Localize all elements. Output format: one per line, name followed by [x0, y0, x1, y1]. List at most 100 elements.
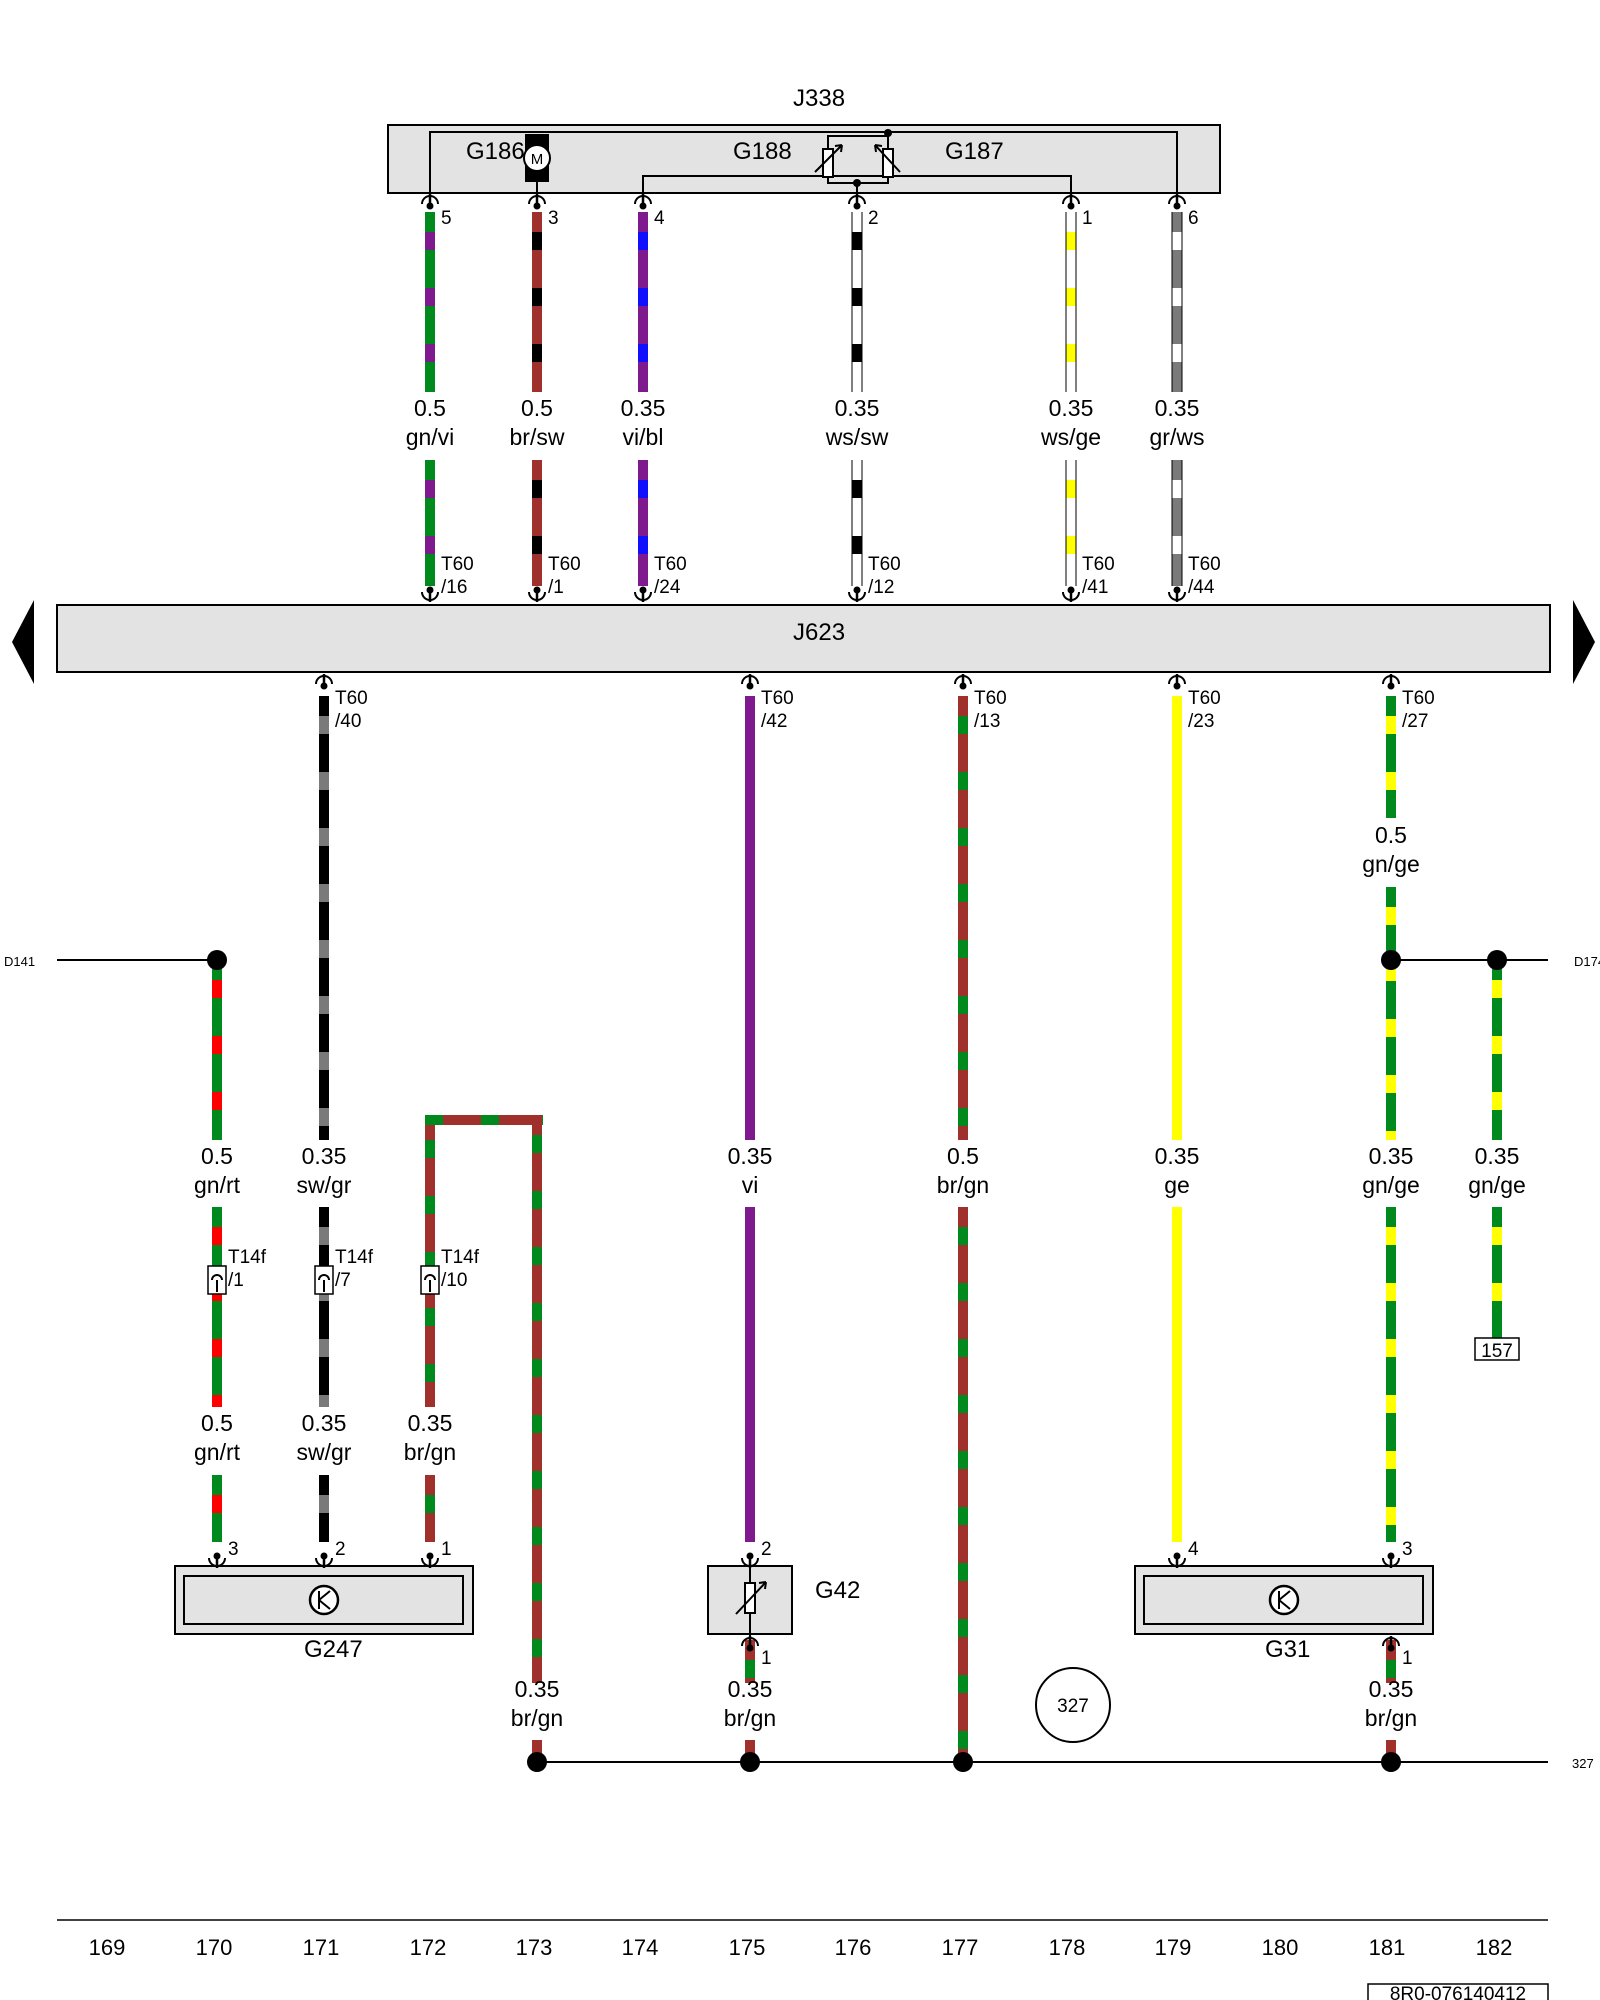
mid-label-6-color: gn/ge — [1468, 1172, 1526, 1198]
ref-157-text: 157 — [1481, 1341, 1513, 1362]
mid-label-6-size: 0.35 — [1475, 1143, 1520, 1169]
arrow-right-icon — [1573, 600, 1595, 684]
mid-label-1-color: sw/gr — [297, 1172, 352, 1198]
lower-conn-pin-2: /13 — [974, 711, 1000, 732]
page-number-10: 179 — [1155, 1935, 1192, 1960]
ref-327-line: 327 — [1572, 1756, 1594, 1771]
wire-top-2-label-color: vi/bl — [623, 424, 664, 450]
pot-top-line — [827, 135, 889, 149]
wire-top-2-conn: T60 — [654, 554, 687, 575]
wire-top-5-label-color: gr/ws — [1150, 424, 1205, 450]
pot-junction — [884, 129, 892, 137]
g31-sensor-symbol — [1278, 1590, 1291, 1610]
doc-code-box — [1367, 1983, 1549, 2000]
mid-label-3-size: 0.5 — [947, 1143, 979, 1169]
t14f-pin-0: /1 — [228, 1270, 244, 1291]
ground-node-0 — [527, 1752, 547, 1772]
g31-label: G31 — [1265, 1636, 1310, 1663]
g247-sensor-icon — [308, 1584, 340, 1616]
ground-node-3 — [1381, 1752, 1401, 1772]
g42-label: G42 — [815, 1577, 860, 1604]
wires-layer — [212, 212, 1502, 1762]
lower-conn-pin-4: /27 — [1402, 711, 1428, 732]
wire-top-5-label-size: 0.35 — [1155, 395, 1200, 421]
g247-pin-label-g247_2: 2 — [335, 1539, 346, 1560]
arrow-left-icon — [12, 600, 34, 684]
low-label-1-color: sw/gr — [297, 1439, 352, 1465]
mid-label-0-color: gn/rt — [194, 1172, 241, 1198]
wire-top-0-conn: T60 — [441, 554, 474, 575]
mid-label-2-color: vi — [742, 1172, 759, 1198]
page-number-1: 170 — [196, 1935, 233, 1960]
j623-label: J623 — [793, 619, 845, 646]
lower-conn-pin-1: /42 — [761, 711, 787, 732]
g31-inner — [1143, 1575, 1424, 1625]
ground-node-2 — [953, 1752, 973, 1772]
mid-label-2-size: 0.35 — [728, 1143, 773, 1169]
low-label-0-color: gn/rt — [194, 1439, 241, 1465]
lower-conn-2: T60 — [974, 688, 1007, 709]
t14f-conn-2: T14f — [441, 1247, 480, 1268]
g247-pin-label-g247_3: 3 — [228, 1539, 239, 1560]
pot-junction-2 — [853, 179, 861, 187]
low-label-1-size: 0.35 — [302, 1410, 347, 1436]
g187-label: G187 — [945, 138, 1004, 165]
g247-inner — [183, 1575, 464, 1625]
t14f-pin-1: /7 — [335, 1270, 351, 1291]
ground-label-2-size: 0.35 — [1369, 1676, 1414, 1702]
wire-top-4-conn: T60 — [1082, 554, 1115, 575]
wire-top-4-pin: 1 — [1082, 208, 1093, 229]
mid-label-5-size: 0.35 — [1369, 1143, 1414, 1169]
t14f-arc-2 — [424, 1274, 436, 1281]
g31-sensor-icon — [1268, 1584, 1300, 1616]
g187-arrow-icon — [874, 144, 901, 173]
wire-top-1-pin: 3 — [548, 208, 559, 229]
ground-label-0-color: br/gn — [511, 1705, 563, 1731]
wire-gnge-top-label-color: gn/ge — [1362, 851, 1420, 877]
page-number-8: 177 — [942, 1935, 979, 1960]
g188-arrow-icon — [814, 144, 843, 173]
page-number-0: 169 — [89, 1935, 126, 1960]
t14f-conn-0: T14f — [228, 1247, 267, 1268]
wire-top-5-pin: 6 — [1188, 208, 1199, 229]
page-number-9: 178 — [1049, 1935, 1086, 1960]
lower-conn-3: T60 — [1188, 688, 1221, 709]
g247-sensor-symbol — [318, 1590, 331, 1610]
mid-label-0-size: 0.5 — [201, 1143, 233, 1169]
doc-code: 8R0-076140412 — [1390, 1984, 1526, 2000]
g31-pin-label-1: 1 — [1402, 1648, 1413, 1669]
lower-conn-pin-3: /23 — [1188, 711, 1214, 732]
g247-label: G247 — [304, 1636, 363, 1663]
page-number-2: 171 — [303, 1935, 340, 1960]
j338-line-5-6 — [429, 131, 1178, 205]
ground-label-1-color: br/gn — [724, 1705, 776, 1731]
node-d141 — [207, 950, 227, 970]
low-label-2-size: 0.35 — [408, 1410, 453, 1436]
wire-top-4-label-color: ws/ge — [1040, 424, 1101, 450]
wire-top-1-conn: T60 — [548, 554, 581, 575]
j338-label: J338 — [793, 85, 845, 112]
g42-arrow-icon — [735, 1581, 767, 1615]
ref-d174: D174 — [1574, 954, 1600, 969]
lower-conn-4: T60 — [1402, 688, 1435, 709]
lower-conn-pin-0: /40 — [335, 711, 361, 732]
t14f-arc-0 — [211, 1274, 223, 1281]
wire-top-0-conn-pin: /16 — [441, 577, 467, 598]
mid-label-4-color: ge — [1164, 1172, 1190, 1198]
ref-d141: D141 — [4, 954, 35, 969]
page-number-13: 182 — [1476, 1935, 1513, 1960]
mid-label-1-size: 0.35 — [302, 1143, 347, 1169]
g186-label: G186 — [466, 138, 525, 165]
page-number-7: 176 — [835, 1935, 872, 1960]
page-number-6: 175 — [729, 1935, 766, 1960]
wire-top-5-conn-pin: /44 — [1188, 577, 1215, 598]
wire-top-2-pin: 4 — [654, 208, 665, 229]
wire-top-0-pin: 5 — [441, 208, 452, 229]
wire-top-2-conn-pin: /24 — [654, 577, 681, 598]
ground-label-1-size: 0.35 — [728, 1676, 773, 1702]
wire-top-3-conn: T60 — [868, 554, 901, 575]
wire-top-1-label-color: br/sw — [510, 424, 565, 450]
mid-label-5-color: gn/ge — [1362, 1172, 1420, 1198]
